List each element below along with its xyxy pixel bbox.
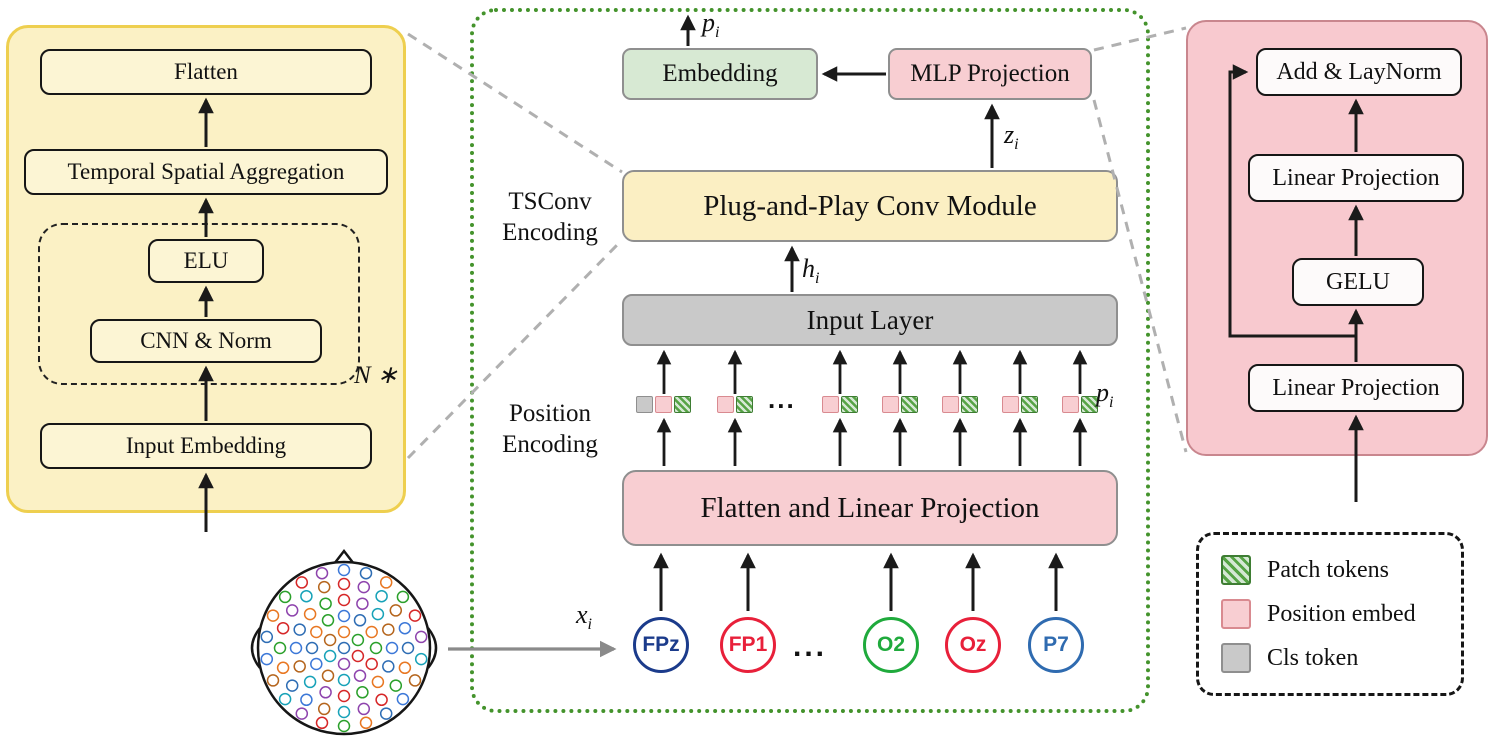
channel-label: P7 xyxy=(1043,633,1069,656)
channel-label: O2 xyxy=(876,633,905,656)
pos-token xyxy=(1062,396,1079,413)
pos-token xyxy=(942,396,959,413)
block-cnn-norm: CNN & Norm xyxy=(90,319,322,363)
patch-token xyxy=(961,396,978,413)
patch-token xyxy=(1021,396,1038,413)
token-group xyxy=(822,396,858,413)
patch-token xyxy=(901,396,918,413)
channel-fpz: FPz xyxy=(633,617,689,673)
montage-right-ear xyxy=(427,627,438,669)
token-ellipsis: ... xyxy=(768,384,796,414)
mlp-projection-box: MLP Projection xyxy=(888,48,1092,100)
token-group xyxy=(717,396,753,413)
montage-nose xyxy=(333,548,355,565)
channel-o2: O2 xyxy=(863,617,919,673)
legend-label: Position embed xyxy=(1267,600,1416,627)
block-input-embedding: Input Embedding xyxy=(40,423,372,469)
legend-label: Patch tokens xyxy=(1267,556,1389,583)
block-elu: ELU xyxy=(148,239,264,283)
pos-token xyxy=(882,396,899,413)
repeat-count-label: N ∗ xyxy=(354,362,398,389)
token-group xyxy=(942,396,978,413)
position-embed-swatch-icon xyxy=(1221,599,1251,629)
cls-token xyxy=(636,396,653,413)
legend: Patch tokens Position embed Cls token xyxy=(1196,532,1464,696)
embedding-box: Embedding xyxy=(622,48,818,100)
token-group xyxy=(882,396,918,413)
token-group xyxy=(636,396,691,413)
zi-label: zi xyxy=(1004,120,1019,154)
montage-electrodes xyxy=(260,563,428,733)
montage-left-ear xyxy=(250,627,261,669)
legend-item-position: Position embed xyxy=(1221,599,1461,629)
patch-token xyxy=(674,396,691,413)
channel-label: FP1 xyxy=(728,633,768,656)
channel-p7: P7 xyxy=(1028,617,1084,673)
legend-item-cls: Cls token xyxy=(1221,643,1461,673)
pos-token xyxy=(822,396,839,413)
channel-ellipsis: ... xyxy=(793,630,828,663)
conv-module-box: Plug-and-Play Conv Module xyxy=(622,170,1118,242)
eeg-montage-image xyxy=(250,548,438,736)
legend-label: Cls token xyxy=(1267,644,1359,671)
hi-label: hi xyxy=(802,254,820,288)
patch-token-swatch-icon xyxy=(1221,555,1251,585)
token-group xyxy=(1062,396,1098,413)
flatten-linear-projection-box: Flatten and Linear Projection xyxy=(622,470,1118,546)
cls-token-swatch-icon xyxy=(1221,643,1251,673)
patch-token xyxy=(841,396,858,413)
input-layer-box: Input Layer xyxy=(622,294,1118,346)
pos-token xyxy=(655,396,672,413)
token-group xyxy=(1002,396,1038,413)
xi-label: xi xyxy=(576,600,593,634)
channel-label: FPz xyxy=(642,633,680,656)
block-flatten: Flatten xyxy=(40,49,372,95)
channel-fp1: FP1 xyxy=(720,617,776,673)
channel-oz: Oz xyxy=(945,617,1001,673)
pos-token xyxy=(717,396,734,413)
repeated-conv-group-outline xyxy=(38,223,360,385)
channel-label: Oz xyxy=(959,633,987,656)
pos-token xyxy=(1002,396,1019,413)
block-linear-projection-bottom: Linear Projection xyxy=(1248,364,1464,412)
legend-item-patch: Patch tokens xyxy=(1221,555,1461,585)
output-pi-label: pi xyxy=(702,8,720,42)
token-pi-label: pi xyxy=(1096,378,1114,412)
block-temporal-spatial-aggregation: Temporal Spatial Aggregation xyxy=(24,149,388,195)
patch-token xyxy=(736,396,753,413)
tsconv-encoding-line1: TSConv xyxy=(508,188,592,215)
